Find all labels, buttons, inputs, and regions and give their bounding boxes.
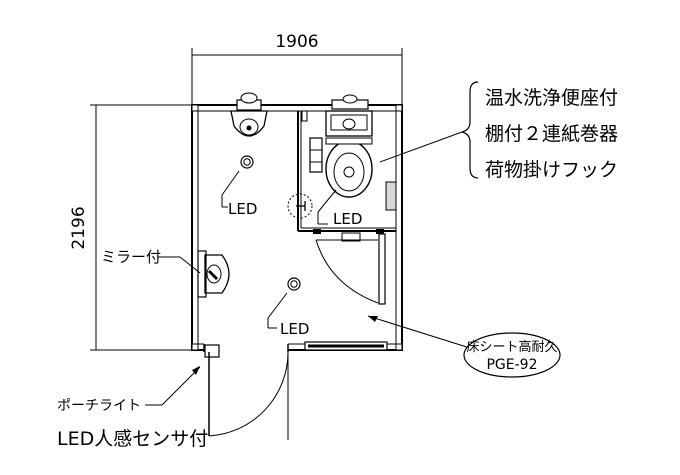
mirror-label: ミラー付: [101, 248, 161, 266]
paper-holder-shelf: [301, 110, 323, 173]
led-label-lower: LED: [280, 320, 309, 338]
floor-sheet-line1: 床シート高耐久: [466, 339, 557, 355]
porch-light-note: LED人感センサ付: [57, 428, 208, 450]
width-dimension-label: 1906: [275, 32, 318, 52]
porch-light-callout: ポーチライト LED人感センサ付: [57, 366, 208, 450]
toilet-feature-1: 温水洗浄便座付: [485, 87, 618, 109]
led-light-booth: LED: [287, 189, 362, 228]
porch-light-fixture: [204, 344, 220, 358]
depth-dimension-label: 2196: [69, 206, 89, 249]
urinal: [230, 92, 268, 137]
booth-door: [315, 233, 386, 305]
toilet-booth-partition: [297, 111, 396, 242]
led-light-center: LED: [267, 277, 309, 338]
washbasin-with-mirror: [197, 250, 230, 298]
toilet-features-callout: 温水洗浄便座付 棚付２連紙巻器 荷物掛けフック: [379, 81, 618, 181]
led-light-upper: LED: [221, 155, 257, 218]
depth-dimension: 2196: [69, 104, 192, 351]
floor-sheet-line2: PGE-92: [486, 357, 537, 373]
entrance-door: [208, 351, 289, 440]
width-dimension: 1906: [191, 32, 403, 105]
toilet-feature-3: 荷物掛けフック: [485, 159, 618, 181]
floor-sheet-callout: 床シート高耐久 PGE-92: [367, 315, 561, 378]
mirror-callout: ミラー付: [101, 248, 201, 274]
hand-dryer-panel: [385, 181, 397, 211]
toilet-feature-2: 棚付２連紙巻器: [485, 123, 618, 145]
outer-walls: [191, 104, 403, 358]
led-label-upper: LED: [228, 200, 257, 218]
led-label-center: LED: [333, 210, 362, 228]
porch-light-label: ポーチライト: [57, 398, 141, 414]
western-toilet: [325, 94, 373, 198]
